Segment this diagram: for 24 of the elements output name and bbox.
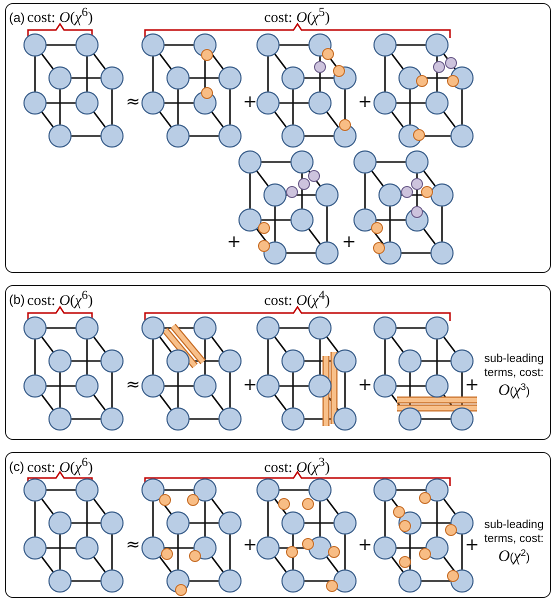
cost-label: cost: O(χ$^{3}$) [264,455,330,477]
operator-symbol: + [358,535,372,555]
operator-symbol: + [342,232,356,252]
panel-label: (c) [9,459,24,474]
cost-label: cost: O(χ$^{6}$) [27,288,93,310]
operator-symbol: + [242,375,258,395]
operator-symbol: + [242,535,258,555]
operator-symbol: + [226,232,242,252]
cost-label: cost: O(χ$^{4}$) [264,288,330,310]
note-text: sub-leading terms, cost: O(χ$^{3}$) [483,352,545,401]
operator-symbol: + [464,535,480,555]
cost-label: cost: O(χ$^{6}$) [27,5,93,27]
cost-label: cost: O(χ$^{6}$) [27,455,93,477]
operator-symbol: + [358,92,372,112]
operator-symbol: ≈ [126,535,140,555]
panel-label: (b) [9,292,25,307]
operator-symbol: + [464,375,480,395]
note-text: sub-leading terms, cost: O(χ$^{2}$) [483,518,545,567]
cost-label: cost: O(χ$^{5}$) [264,5,330,27]
operator-symbol: ≈ [126,375,140,395]
operator-symbol: ≈ [126,92,140,112]
operator-symbol: + [358,375,372,395]
panel-label: (a) [9,10,25,25]
operator-symbol: + [242,92,258,112]
